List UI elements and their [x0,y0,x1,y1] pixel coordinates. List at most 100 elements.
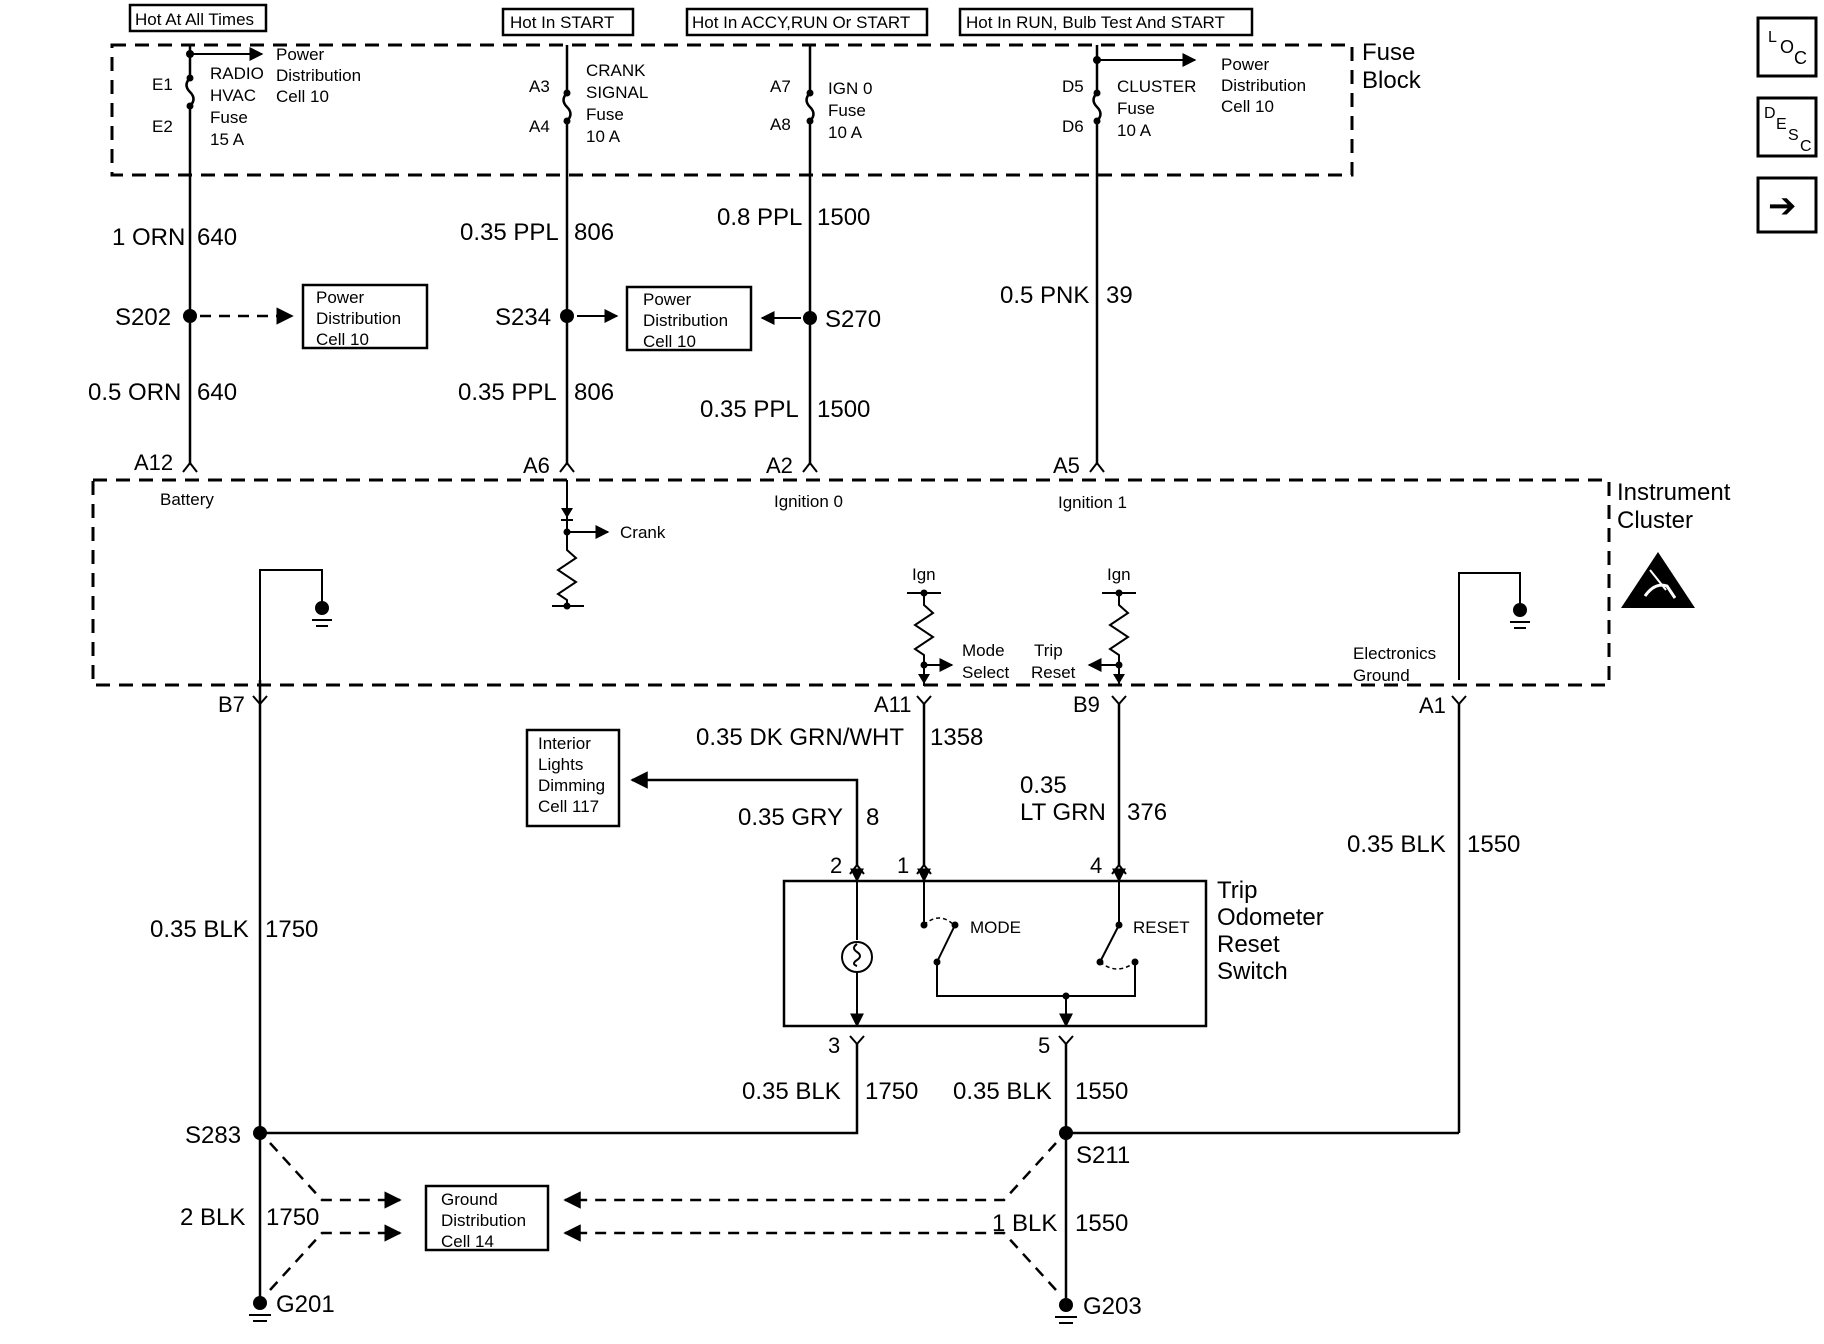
hot-in-accy-label: Hot In ACCY,RUN Or START [685,7,929,37]
interior-lights-box: Interior Lights Dimming Cell 117 [525,728,621,828]
wire-39-circuit: 39 [1106,282,1133,309]
splice-s270 [803,311,817,325]
svg-text:Ign: Ign [912,565,936,584]
electronics-ground-label: Electronics [1353,644,1436,663]
wire-376-gauge: 0.35 [1020,772,1067,799]
power-distribution-box-1: Power Distribution Cell 10 [301,283,429,350]
arrow-right-icon: ➔ [1768,187,1797,225]
svg-text:Ign: Ign [1107,565,1131,584]
svg-text:Trip: Trip [1217,877,1257,904]
svg-text:MODE: MODE [970,918,1021,937]
electronics-ground-label-2: Ground [1353,666,1410,685]
wire-8-circuit: 8 [866,804,879,831]
splice-s234-label: S234 [495,304,551,331]
ground-g201-label: G201 [276,1291,335,1318]
wire-1500b-circuit: 1500 [817,396,870,423]
svg-text:O: O [1780,37,1794,57]
svg-text:Cell 10: Cell 10 [643,332,696,351]
pin-a12: A12 [134,450,173,475]
wire-806-circuit: 806 [574,219,614,246]
svg-text:Power: Power [643,290,692,309]
splice-s211-label: S211 [1076,1142,1130,1169]
svg-text:C: C [1794,48,1807,68]
wire-1550b-circuit: 1550 [1075,1078,1128,1105]
wire-640b-circuit: 640 [197,379,237,406]
wire-806-gauge: 0.35 PPL [460,219,559,246]
wire-640b-gauge: 0.5 ORN [88,379,181,406]
svg-text:L: L [1768,29,1777,46]
wire-1750b-gauge: 0.35 BLK [742,1078,841,1105]
ignition-0-label: Ignition 0 [774,492,843,511]
crank-circuit: Crank [552,480,666,610]
svg-text:Fuse: Fuse [586,105,624,124]
wire-1750c-circuit: 1750 [266,1204,319,1231]
wire-1500b-gauge: 0.35 PPL [700,396,799,423]
instrument-cluster-title: Instrument [1617,479,1731,506]
wire-1750a-circuit: 1750 [265,916,318,943]
next-page-button[interactable]: ➔ [1756,176,1818,234]
svg-text:Fuse: Fuse [1117,99,1155,118]
svg-text:10 A: 10 A [828,123,863,142]
mode-select-resistor: Ign Mode Select [907,565,1010,686]
svg-text:Distribution: Distribution [643,311,728,330]
fuse-radio-hvac: E1 E2 RADIO HVAC Fuse 15 A Power Distrib… [152,45,361,465]
loc-button[interactable]: L O C [1756,16,1818,78]
ground-g203-icon: G203 [1055,1293,1142,1324]
svg-text:A7: A7 [770,77,791,96]
wire-1550c-circuit: 1550 [1075,1210,1128,1237]
switch-pin-1: 1 [897,853,909,878]
fuse-block-title-2: Block [1362,67,1422,94]
svg-text:Fuse: Fuse [828,101,866,120]
svg-text:E: E [1776,116,1787,133]
wire-39-gauge: 0.5 PNK [1000,282,1089,309]
internal-ground-left [259,569,332,680]
svg-text:CRANK: CRANK [586,61,646,80]
svg-text:Cell 117: Cell 117 [538,797,599,816]
pin-b7: B7 [218,692,245,717]
wire-1750b-circuit: 1750 [865,1078,918,1105]
svg-text:HVAC: HVAC [210,86,256,105]
svg-text:SIGNAL: SIGNAL [586,83,648,102]
svg-text:Reset: Reset [1031,663,1076,682]
splice-s202 [183,309,197,323]
svg-text:Ground: Ground [441,1190,498,1209]
splice-s211 [1059,1126,1073,1140]
esd-warning-icon [1621,552,1695,608]
desc-button[interactable]: D E S C [1756,96,1818,158]
svg-text:Odometer: Odometer [1217,904,1324,931]
wire-1550a-circuit: 1550 [1467,831,1520,858]
svg-text:Lights: Lights [538,755,583,774]
svg-text:Cell 10: Cell 10 [316,330,369,349]
wire-806b-circuit: 806 [574,379,614,406]
wire-640-circuit: 640 [197,224,237,251]
pin-a5: A5 [1053,453,1080,478]
pin-a11: A11 [874,692,912,717]
svg-text:Hot In RUN, Bulb Test And STAR: Hot In RUN, Bulb Test And START [966,13,1225,32]
fuse-ign-0: A7 A8 IGN 0 Fuse 10 A [770,45,872,465]
splice-s283 [253,1126,267,1140]
svg-text:Hot At All Times: Hot At All Times [135,10,254,29]
svg-text:10 A: 10 A [1117,121,1152,140]
svg-text:A3: A3 [529,77,550,96]
svg-text:Trip: Trip [1034,641,1063,660]
wire-1500-gauge: 0.8 PPL [717,204,802,231]
svg-text:Hot In START: Hot In START [510,13,614,32]
hot-at-all-times-label: Hot At All Times [128,3,268,33]
ignition-1-label: Ignition 1 [1058,493,1127,512]
svg-text:Distribution: Distribution [441,1211,526,1230]
svg-text:A4: A4 [529,117,550,136]
hot-in-start-label: Hot In START [501,7,635,37]
wire-1550c-gauge: 1 BLK [992,1210,1057,1237]
fuse-block-boundary [110,43,1354,177]
ground-g203-label: G203 [1083,1293,1142,1320]
wire-1550b-gauge: 0.35 BLK [953,1078,1052,1105]
svg-text:Fuse: Fuse [210,108,248,127]
svg-text:Interior: Interior [538,734,591,753]
crank-label: Crank [620,523,666,542]
instrument-cluster-title-2: Cluster [1617,507,1693,534]
pin-a2: A2 [766,453,793,478]
wire-640-gauge: 1 ORN [112,224,185,251]
svg-text:D6: D6 [1062,117,1084,136]
svg-text:IGN 0: IGN 0 [828,79,872,98]
